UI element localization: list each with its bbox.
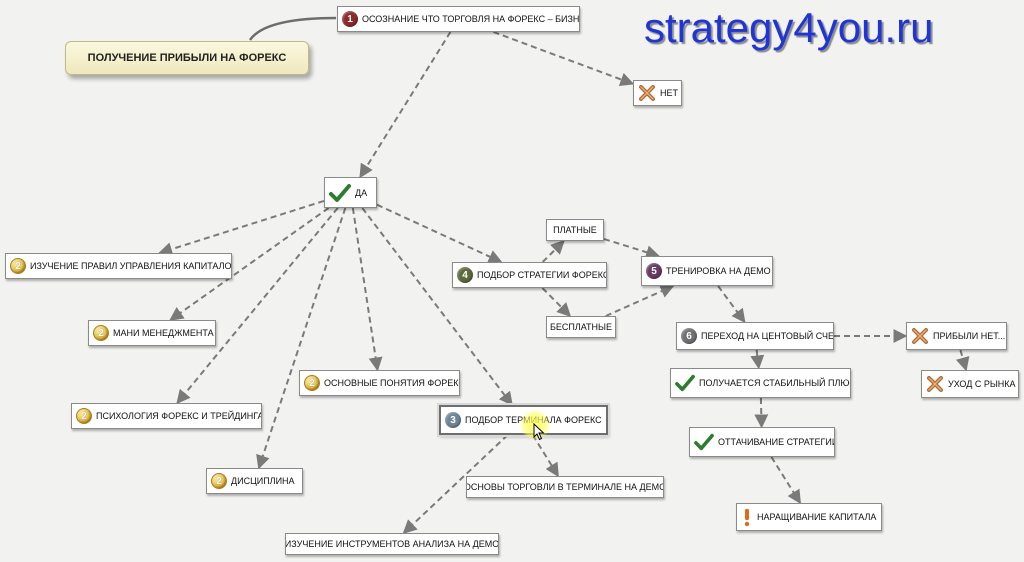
node-label: НАРАЩИВАНИЕ КАПИТАЛА (757, 512, 877, 522)
edge-stable_plus-to-polish_strategy (754, 397, 769, 429)
node-basics[interactable]: 2 ОСНОВНЫЕ ПОНЯТИЯ ФОРЕКС (299, 370, 460, 396)
node-no-profit[interactable]: ПРИБЫЛИ НЕТ... (906, 322, 1007, 350)
node-label: ПЕРЕХОД НА ЦЕНТОВЫЙ СЧЕТ (701, 331, 834, 341)
node-label: МАНИ МЕНЕДЖМЕНТА (113, 328, 214, 338)
node-label: ПЛАТНЫЕ (553, 225, 597, 235)
edge-no_profit-to-leave_market (955, 349, 970, 372)
exclamation-icon (741, 507, 753, 527)
edge-yes-to-psychology (176, 207, 339, 405)
central-topic-label: ПОЛУЧЕНИЕ ПРИБЫЛИ НА ФОРЕКС (87, 52, 287, 64)
edge-yes-to-capital_rules (158, 199, 325, 256)
node-discipline[interactable]: 2 ДИСЦИПЛИНА (206, 468, 303, 494)
brand-watermark: strategy4you.ru (644, 0, 1014, 56)
cross-icon (911, 327, 929, 345)
node-psychology[interactable]: 2 ПСИХОЛОГИЯ ФОРЕКС И ТРЕЙДИНГА (71, 403, 262, 429)
node-yes[interactable]: ДА (324, 177, 377, 208)
edge-yes-to-terminal (361, 207, 513, 407)
cross-icon (926, 375, 944, 393)
title-connector (248, 16, 337, 41)
edge-yes-to-basics (351, 207, 383, 372)
checkmark-icon (694, 433, 714, 451)
edge-cent_account-to-stable_plus (750, 349, 765, 370)
node-label: ИЗУЧЕНИЕ ИНСТРУМЕНТОВ АНАЛИЗА НА ДЕМО (285, 539, 499, 549)
node-label: ПСИХОЛОГИЯ ФОРЕКС И ТРЕЙДИНГА (96, 411, 262, 421)
node-cent-account[interactable]: 6 ПЕРЕХОД НА ЦЕНТОВЫЙ СЧЕТ (676, 322, 834, 350)
node-grow-capital[interactable]: НАРАЩИВАНИЕ КАПИТАЛА (736, 503, 882, 531)
edge-terminal-to-terminal_demo (531, 434, 560, 478)
priority-2-icon: 2 (304, 375, 320, 391)
node-label: ПОЛУЧАЕТСЯ СТАБИЛЬНЫЙ ПЛЮС (699, 378, 851, 388)
node-label: ИЗУЧЕНИЕ ПРАВИЛ УПРАВЛЕНИЯ КАПИТАЛОМ (30, 261, 232, 271)
edge-free-to-demo_training (605, 284, 675, 317)
priority-6-icon: 6 (681, 328, 697, 344)
node-money-management[interactable]: 2 МАНИ МЕНЕДЖМЕНТА (88, 320, 216, 346)
node-label: ПРИБЫЛИ НЕТ... (933, 331, 1006, 341)
node-capital-rules[interactable]: 2 ИЗУЧЕНИЕ ПРАВИЛ УПРАВЛЕНИЯ КАПИТАЛОМ (5, 253, 232, 279)
edge-terminal-to-analysis_tools (402, 434, 509, 534)
edge-layer (158, 31, 970, 534)
node-stable-plus[interactable]: ПОЛУЧАЕТСЯ СТАБИЛЬНЫЙ ПЛЮС (670, 368, 851, 398)
node-no[interactable]: НЕТ (633, 80, 682, 106)
node-awareness[interactable]: 1 ОСОЗНАНИЕ ЧТО ТОРГОВЛЯ НА ФОРЕКС – БИЗ… (337, 6, 580, 32)
node-label: ТРЕНИРОВКА НА ДЕМО (666, 266, 771, 276)
node-label: ОСНОВНЫЕ ПОНЯТИЯ ФОРЕКС (324, 378, 460, 388)
node-label: ОТТАЧИВАНИЕ СТРАТЕГИИ (718, 437, 835, 447)
priority-3-icon: 3 (445, 412, 461, 428)
edge-awareness-to-no (493, 31, 635, 87)
edge-polish_strategy-to-grow_capital (770, 456, 802, 505)
checkmark-icon (675, 374, 695, 392)
priority-4-icon: 4 (457, 267, 473, 283)
node-terminal-demo[interactable]: ОСНОВЫ ТОРГОВЛИ В ТЕРМИНАЛЕ НА ДЕМО (466, 476, 664, 498)
node-label: УХОД С РЫНКА (948, 379, 1016, 389)
node-free[interactable]: БЕСПЛАТНЫЕ (546, 316, 616, 338)
node-leave-market[interactable]: УХОД С РЫНКА (921, 370, 1019, 398)
node-label: ПОДБОР СТРАТЕГИИ ФОРЕКС (477, 270, 607, 280)
node-analysis-tools[interactable]: ИЗУЧЕНИЕ ИНСТРУМЕНТОВ АНАЛИЗА НА ДЕМО (285, 533, 499, 555)
brand-text: strategy4you.ru (644, 4, 934, 51)
node-label: БЕСПЛАТНЫЕ (549, 322, 613, 332)
node-strategy[interactable]: 4 ПОДБОР СТРАТЕГИИ ФОРЕКС (452, 262, 607, 288)
edge-strategy-to-paid (541, 240, 565, 263)
edge-yes-to-money_management (169, 207, 330, 321)
cross-icon (638, 84, 656, 102)
node-label: ОСНОВЫ ТОРГОВЛИ В ТЕРМИНАЛЕ НА ДЕМО (466, 482, 664, 492)
edge-yes-to-strategy (376, 203, 503, 264)
edge-yes-to-discipline (256, 207, 347, 470)
node-label: НЕТ (660, 88, 678, 98)
priority-2-icon: 2 (76, 408, 92, 424)
node-paid[interactable]: ПЛАТНЫЕ (546, 219, 604, 241)
priority-2-icon: 2 (10, 258, 26, 274)
node-label: ДИСЦИПЛИНА (231, 476, 295, 486)
priority-5-icon: 5 (646, 263, 662, 279)
priority-1-icon: 1 (342, 11, 358, 27)
node-label: ОСОЗНАНИЕ ЧТО ТОРГОВЛЯ НА ФОРЕКС – БИЗНЕ… (362, 14, 580, 24)
node-label: ДА (355, 187, 368, 198)
mouse-pointer-icon (533, 423, 545, 441)
edge-awareness-to-yes (359, 31, 452, 179)
edge-demo_training-to-cent_account (717, 285, 746, 324)
edge-paid-to-demo_training (603, 238, 661, 259)
central-topic[interactable]: ПОЛУЧЕНИЕ ПРИБЫЛИ НА ФОРЕКС (65, 41, 309, 75)
node-polish-strategy[interactable]: ОТТАЧИВАНИЕ СТРАТЕГИИ (689, 427, 835, 457)
priority-2-icon: 2 (211, 473, 227, 489)
node-demo-training[interactable]: 5 ТРЕНИРОВКА НА ДЕМО (641, 256, 773, 286)
checkmark-icon (329, 183, 351, 203)
priority-2-icon: 2 (93, 325, 109, 341)
node-terminal[interactable]: 3 ПОДБОР ТЕРМИНАЛА ФОРЕКС (439, 405, 608, 435)
edge-strategy-to-free (541, 287, 572, 317)
